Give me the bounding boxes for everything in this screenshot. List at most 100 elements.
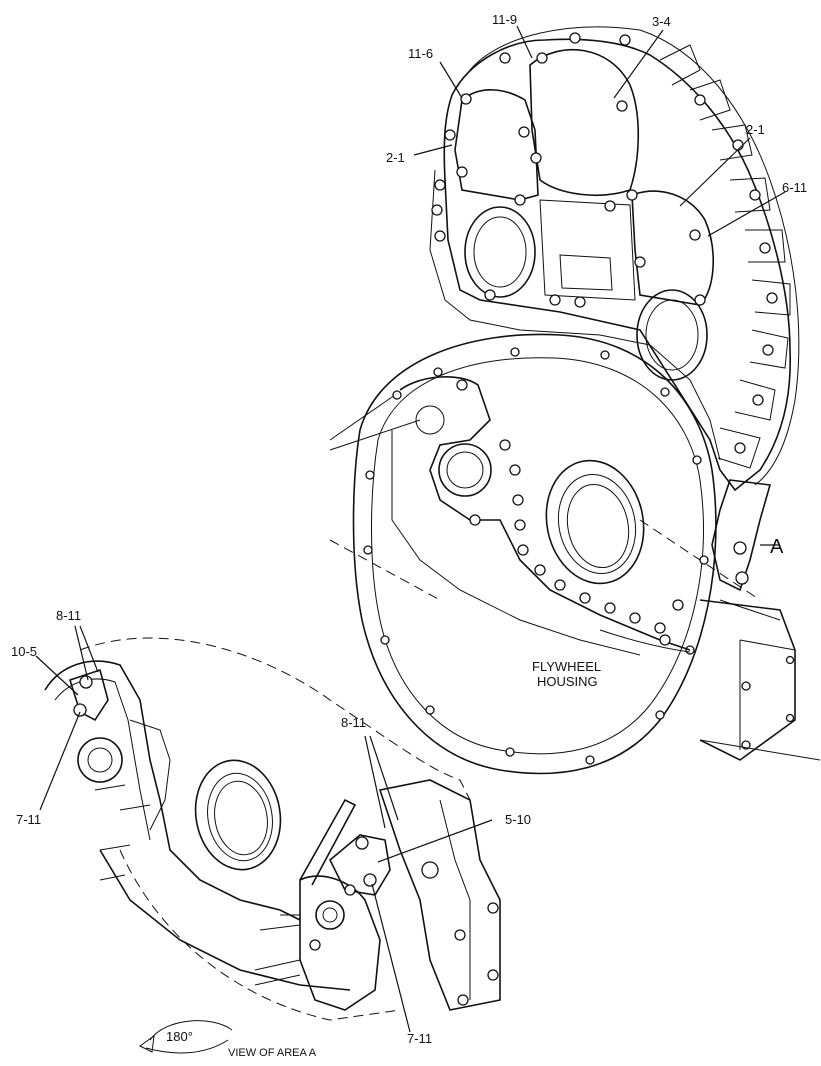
- area-a-center-rod: [299, 798, 357, 886]
- label-11-9: 11-9: [492, 12, 517, 27]
- cover-center-plate: [539, 199, 636, 301]
- area-a-ghost-outline-2: [119, 849, 401, 1021]
- label-2-1-left: 2-1: [386, 150, 405, 165]
- label-5-10: 5-10: [505, 812, 531, 827]
- housing-inner-bolts: [456, 379, 684, 646]
- block-line: [699, 599, 821, 761]
- area-a-cover-lower: [99, 849, 351, 991]
- bellhousing-dashed: [329, 539, 441, 601]
- leader-2-1-left: [413, 144, 453, 156]
- area-a-bolt: [454, 929, 466, 941]
- label-7-11-bottom: 7-11: [407, 1031, 432, 1046]
- crank-seal-inner: [557, 473, 637, 575]
- rotation-arrow-icon: [139, 1020, 233, 1054]
- area-a-cover-body-2: [54, 678, 151, 841]
- area-a-rib-left: [129, 719, 171, 831]
- area-a-lower-hub: [315, 900, 345, 930]
- access-cover-right: [631, 190, 714, 306]
- gear-bore-inner: [446, 451, 484, 489]
- block-bolt: [741, 681, 751, 691]
- area-a-ghost-outline: [79, 637, 471, 801]
- left-bosses: [431, 179, 446, 242]
- label-7-11-left: 7-11: [16, 812, 41, 827]
- area-a-bolt: [735, 571, 749, 585]
- block-bolt: [785, 655, 795, 665]
- crank-seal-bore: [566, 483, 630, 569]
- label-11-6: 11-6: [408, 46, 433, 61]
- area-a-left-studs: [94, 784, 151, 881]
- flywheel-housing-outline: [352, 333, 717, 775]
- area-a-bolt: [355, 836, 369, 850]
- label-view-area-a: VIEW OF AREA A: [228, 1047, 317, 1059]
- label-8-11-mid: 8-11: [341, 715, 366, 730]
- gear-bore: [438, 443, 492, 497]
- timing-cover-flange: [429, 169, 721, 461]
- cover-center-plate-lip: [559, 254, 613, 291]
- leader-8-11-mid: [364, 735, 399, 829]
- cover-bore-right: [636, 289, 708, 381]
- label-10-5: 10-5: [11, 644, 37, 659]
- area-a-lower-plate: [299, 875, 381, 1011]
- area-a-seal-outer: [194, 759, 282, 871]
- area-a-gear-hub: [87, 747, 113, 773]
- area-a-studs: [254, 914, 301, 986]
- leader-2-1-right: [679, 137, 751, 207]
- leader-8-11-top: [74, 625, 99, 681]
- label-3-4: 3-4: [652, 14, 671, 29]
- housing-bolt-ring: [363, 347, 709, 765]
- housing-lower-seam: [599, 629, 691, 653]
- housing-side-block-edge: [739, 639, 796, 750]
- area-a-right-block-edge: [439, 799, 471, 1000]
- area-a-bolt: [487, 902, 499, 914]
- cover-bore-left-inner: [473, 216, 527, 288]
- leader-11-9: [516, 25, 533, 59]
- crank-seal-outer: [545, 459, 645, 585]
- block-bolt: [785, 713, 795, 723]
- leader-7-11-left: [39, 711, 81, 811]
- bellhousing-line: [329, 394, 421, 451]
- callout-labels: 11-9 3-4 11-6 2-1 2-1 6-11 A FLYWHEEL HO…: [11, 12, 807, 1059]
- access-cover-upper-left: [454, 89, 539, 201]
- area-a-seal-bore: [214, 780, 268, 856]
- cover-bolts: [444, 52, 706, 308]
- leader-10-5: [35, 655, 79, 696]
- label-housing: HOUSING: [537, 674, 598, 689]
- area-a-bolt: [73, 703, 87, 717]
- timing-cover-outline: [443, 38, 792, 492]
- gear-housing-detail: [399, 376, 691, 651]
- housing-side-block: [699, 599, 796, 761]
- flywheel-housing-assembly: [329, 26, 821, 775]
- area-a-lower-hub-inner: [322, 907, 338, 923]
- area-a-bolt: [344, 884, 356, 896]
- access-cover-upper-center: [529, 48, 640, 196]
- cover-bore-right-inner: [645, 299, 699, 371]
- area-a-bolt: [487, 969, 499, 981]
- leader-3-4: [613, 29, 664, 99]
- leader-7-11-bottom: [371, 883, 411, 1033]
- label-area-a: A: [770, 536, 784, 558]
- rib-bolts: [499, 32, 778, 454]
- small-bore: [415, 405, 445, 435]
- label-2-1-right: 2-1: [746, 122, 765, 137]
- leader-6-11: [707, 191, 786, 237]
- leader-5-10: [377, 819, 493, 863]
- area-a-right-block: [378, 779, 501, 1011]
- area-a-gear: [77, 737, 123, 783]
- cover-bore-left: [464, 206, 536, 298]
- label-6-11: 6-11: [782, 180, 807, 195]
- gear-housing-detail-2: [391, 430, 641, 656]
- area-a-cover-body: [44, 660, 301, 921]
- label-rotation: 180°: [166, 1029, 193, 1044]
- cover-rib-details: [659, 44, 791, 469]
- label-8-11-top: 8-11: [56, 608, 81, 623]
- flywheel-housing-inner-ring: [371, 357, 704, 755]
- area-a-bolt: [457, 994, 469, 1006]
- label-flywheel: FLYWHEEL: [532, 659, 601, 674]
- area-a-detail-view: [44, 637, 501, 1021]
- area-a-bolt: [733, 541, 747, 555]
- area-a-bolt: [363, 873, 377, 887]
- leader-lines: [35, 25, 786, 1033]
- area-a-seal-inner: [207, 772, 273, 862]
- area-a-bracket: [711, 479, 772, 592]
